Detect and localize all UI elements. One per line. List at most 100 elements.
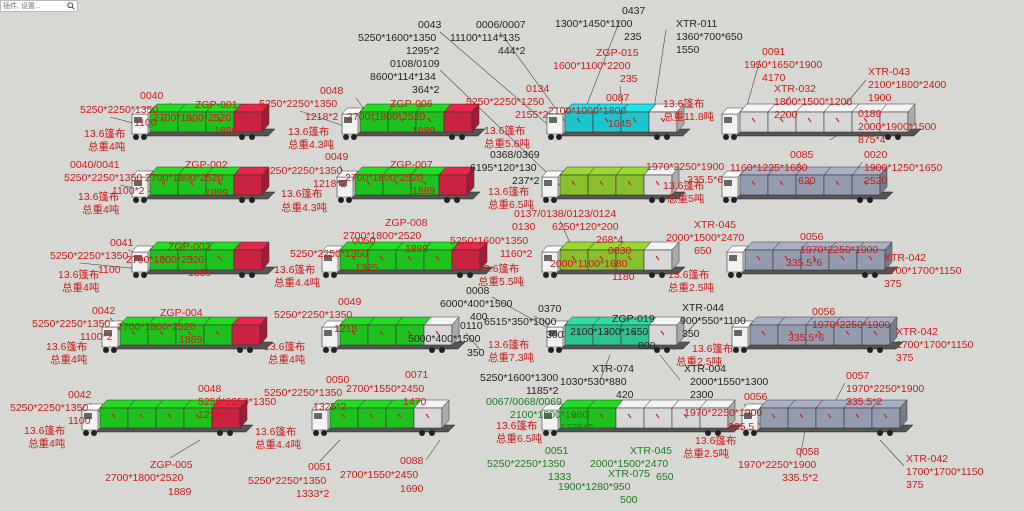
cargo-label: 0020 bbox=[864, 149, 888, 161]
truck-t11[interactable] bbox=[546, 103, 691, 140]
truck-t8[interactable] bbox=[321, 241, 494, 278]
load-marker bbox=[599, 413, 604, 419]
truck-t12[interactable] bbox=[541, 166, 686, 203]
cargo-box[interactable] bbox=[231, 324, 261, 346]
cargo-label: 375 bbox=[896, 352, 914, 364]
cargo-box[interactable] bbox=[233, 111, 263, 133]
cargo-label: 1600*1100*2200 bbox=[553, 60, 631, 72]
cargo-box[interactable] bbox=[99, 407, 129, 429]
cargo-box[interactable] bbox=[823, 111, 853, 133]
truck-t6[interactable] bbox=[341, 103, 486, 140]
cargo-box[interactable] bbox=[587, 174, 617, 196]
truck-t10[interactable] bbox=[311, 399, 456, 436]
truck-t18[interactable] bbox=[726, 241, 899, 278]
cargo-box[interactable] bbox=[443, 111, 473, 133]
search-box[interactable] bbox=[0, 0, 78, 12]
cargo-label: 13.6篷布 bbox=[668, 268, 709, 281]
search-input[interactable] bbox=[1, 1, 67, 11]
cargo-label: 1218*2 bbox=[305, 111, 338, 123]
truck-t15[interactable] bbox=[541, 399, 742, 436]
cargo-box[interactable] bbox=[438, 174, 468, 196]
search-icon[interactable] bbox=[67, 2, 75, 10]
cargo-box[interactable] bbox=[815, 407, 845, 429]
cargo-label: 0008 bbox=[466, 285, 490, 297]
truck-cab-roof bbox=[541, 403, 564, 411]
truck-t16[interactable] bbox=[721, 103, 922, 140]
cargo-box[interactable] bbox=[385, 407, 415, 429]
truck-t13[interactable] bbox=[541, 241, 686, 278]
cargo-label: 1300*1450*1100 bbox=[555, 18, 633, 30]
load-marker bbox=[807, 117, 812, 123]
cargo-label: 0071 bbox=[405, 369, 429, 381]
cargo-box[interactable] bbox=[233, 174, 263, 196]
truck-t1[interactable] bbox=[131, 103, 276, 140]
cargo-box[interactable] bbox=[155, 407, 185, 429]
cargo-label: 335.5*6 bbox=[786, 257, 822, 269]
cargo-label: 650 bbox=[656, 471, 674, 483]
cargo-box[interactable] bbox=[767, 174, 797, 196]
cargo-box[interactable] bbox=[643, 407, 673, 429]
cargo-box[interactable] bbox=[843, 407, 873, 429]
cargo-label: 235 bbox=[624, 31, 642, 43]
truck-t9[interactable] bbox=[321, 316, 466, 353]
cargo-box[interactable] bbox=[233, 249, 263, 271]
cargo-label: 0050 bbox=[326, 374, 350, 386]
cargo-label: 1970*2250*1900 bbox=[800, 244, 878, 256]
cargo-label: 1180 bbox=[612, 271, 635, 283]
cargo-box[interactable] bbox=[787, 407, 817, 429]
cargo-label: 13.6篷布 bbox=[24, 424, 65, 437]
truck-t4[interactable] bbox=[101, 316, 274, 353]
truck-t2[interactable] bbox=[131, 166, 276, 203]
cargo-box[interactable] bbox=[749, 324, 779, 346]
cargo-label: 2000*1100*1680 bbox=[550, 258, 628, 270]
truck-wheel bbox=[454, 197, 460, 203]
truck-wheel bbox=[249, 272, 255, 278]
load-marker bbox=[379, 330, 384, 336]
cargo-box[interactable] bbox=[739, 174, 769, 196]
cargo-label: 总重4.3吨 bbox=[281, 201, 328, 214]
truck-t3[interactable] bbox=[131, 241, 276, 278]
cargo-box[interactable] bbox=[451, 249, 481, 271]
cargo-box[interactable] bbox=[559, 174, 589, 196]
truck-t14[interactable] bbox=[546, 316, 691, 353]
truck-t5[interactable] bbox=[81, 399, 254, 436]
cargo-box[interactable] bbox=[759, 407, 789, 429]
cargo-label: 0368/0369 bbox=[490, 149, 540, 161]
truck-wheel bbox=[548, 347, 554, 353]
truck-wheel bbox=[141, 272, 147, 278]
cargo-box[interactable] bbox=[127, 407, 157, 429]
truck-t7[interactable] bbox=[336, 166, 481, 203]
cargo-label: 0042 bbox=[68, 389, 92, 401]
cargo-box[interactable] bbox=[871, 407, 901, 429]
cargo-box[interactable] bbox=[739, 111, 769, 133]
cargo-label: 0056 bbox=[744, 391, 768, 403]
cargo-label: 2100*1000*1800 bbox=[548, 105, 626, 117]
cargo-box[interactable] bbox=[744, 249, 774, 271]
cargo-label: 0134 bbox=[526, 83, 550, 95]
cargo-box[interactable] bbox=[203, 324, 233, 346]
cargo-box[interactable] bbox=[615, 174, 645, 196]
truck-t17[interactable] bbox=[721, 166, 894, 203]
cargo-label: 13.6篷布 bbox=[488, 185, 529, 198]
cargo-label: 0370 bbox=[538, 303, 562, 315]
cargo-box[interactable] bbox=[413, 407, 443, 429]
cargo-box[interactable] bbox=[795, 111, 825, 133]
truck-t20[interactable] bbox=[741, 399, 914, 436]
truck-wheel bbox=[247, 347, 253, 353]
cargo-box[interactable] bbox=[367, 324, 397, 346]
load-marker bbox=[399, 117, 404, 123]
truck-wheel bbox=[141, 134, 147, 140]
load-marker bbox=[341, 413, 346, 419]
cargo-box[interactable] bbox=[823, 174, 853, 196]
cargo-box[interactable] bbox=[615, 407, 645, 429]
load-marker bbox=[571, 413, 576, 419]
truck-window bbox=[734, 330, 742, 336]
cargo-box[interactable] bbox=[643, 249, 673, 271]
cargo-label: 335.5 bbox=[728, 421, 754, 433]
cargo-side bbox=[676, 316, 685, 346]
cargo-box[interactable] bbox=[357, 407, 387, 429]
truck-t19[interactable] bbox=[731, 316, 904, 353]
cargo-label: 2000*1500*2470 bbox=[590, 458, 668, 470]
